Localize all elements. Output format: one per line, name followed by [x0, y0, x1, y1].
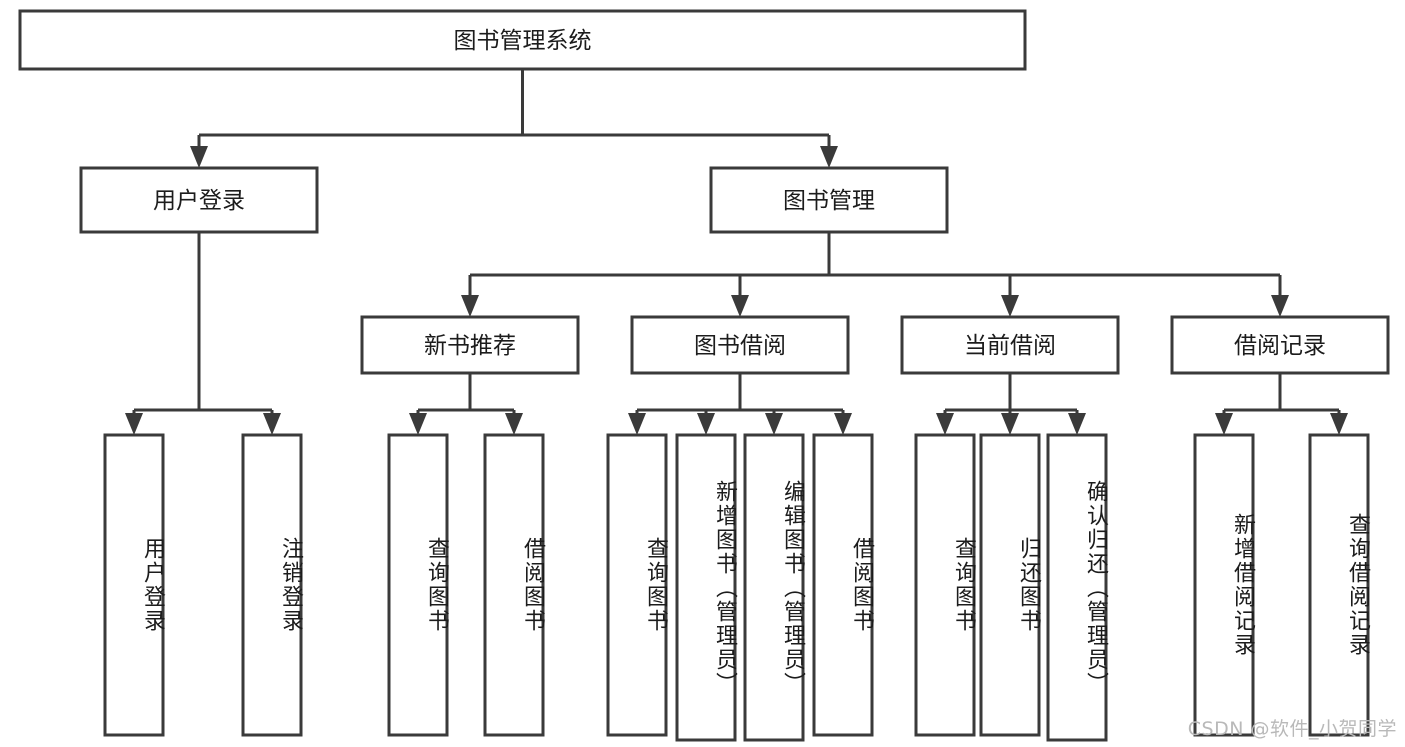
node-box-layer	[18, 9, 1390, 742]
arrow-head-icon	[820, 146, 838, 168]
node-box-book-borrow[interactable]	[630, 315, 850, 375]
arrow-head-icon	[263, 413, 281, 435]
arrow-head-icon	[628, 413, 646, 435]
arrow-head-icon	[505, 413, 523, 435]
node-box-user-logout[interactable]	[241, 433, 303, 737]
node-box-borrow-record[interactable]	[1170, 315, 1390, 375]
node-box-record-query[interactable]	[1308, 433, 1370, 737]
arrow-head-icon	[765, 413, 783, 435]
node-box-borrow-borrow-book[interactable]	[812, 433, 874, 737]
arrow-head-icon	[409, 413, 427, 435]
arrow-head-icon	[190, 146, 208, 168]
node-box-user-login-do[interactable]	[103, 433, 165, 737]
arrow-head-icon	[1215, 413, 1233, 435]
connector-layer	[125, 69, 1348, 435]
node-box-recommend-borrow-book[interactable]	[483, 433, 545, 737]
node-label-user-login: 用户登录	[153, 188, 245, 214]
node-box-current-borrow[interactable]	[900, 315, 1120, 375]
arrow-head-icon	[1001, 295, 1019, 317]
node-label-root: 图书管理系统	[454, 28, 592, 54]
arrow-head-icon	[1068, 413, 1086, 435]
arrow-head-icon	[1330, 413, 1348, 435]
node-box-current-query-book[interactable]	[914, 433, 976, 737]
arrow-head-icon	[834, 413, 852, 435]
arrow-head-icon	[936, 413, 954, 435]
node-box-root[interactable]	[18, 9, 1027, 71]
node-box-borrow-add-book-admin[interactable]	[675, 433, 737, 742]
node-box-current-return-book[interactable]	[979, 433, 1041, 737]
arrow-head-icon	[697, 413, 715, 435]
arrow-head-icon	[1001, 413, 1019, 435]
node-label-current-borrow: 当前借阅	[964, 333, 1056, 359]
node-box-borrow-edit-book-admin[interactable]	[743, 433, 805, 742]
csdn-watermark: CSDN @软件_小贺同学	[1187, 718, 1397, 740]
arrow-head-icon	[461, 295, 479, 317]
node-label-book-borrow: 图书借阅	[694, 333, 786, 359]
node-label-book-manage: 图书管理	[783, 188, 875, 214]
node-box-book-manage[interactable]	[709, 166, 949, 234]
node-box-current-confirm-return-admin[interactable]	[1046, 433, 1108, 742]
node-box-recommend-query-book[interactable]	[387, 433, 449, 737]
node-box-user-login[interactable]	[79, 166, 319, 234]
node-box-borrow-query-book[interactable]	[606, 433, 668, 737]
arrow-head-icon	[731, 295, 749, 317]
node-box-record-add[interactable]	[1193, 433, 1255, 737]
arrow-head-icon	[1271, 295, 1289, 317]
node-label-borrow-record: 借阅记录	[1234, 333, 1326, 359]
node-box-new-book-recommend[interactable]	[360, 315, 580, 375]
arrow-head-icon	[125, 413, 143, 435]
node-label-new-book-recommend: 新书推荐	[424, 333, 516, 359]
